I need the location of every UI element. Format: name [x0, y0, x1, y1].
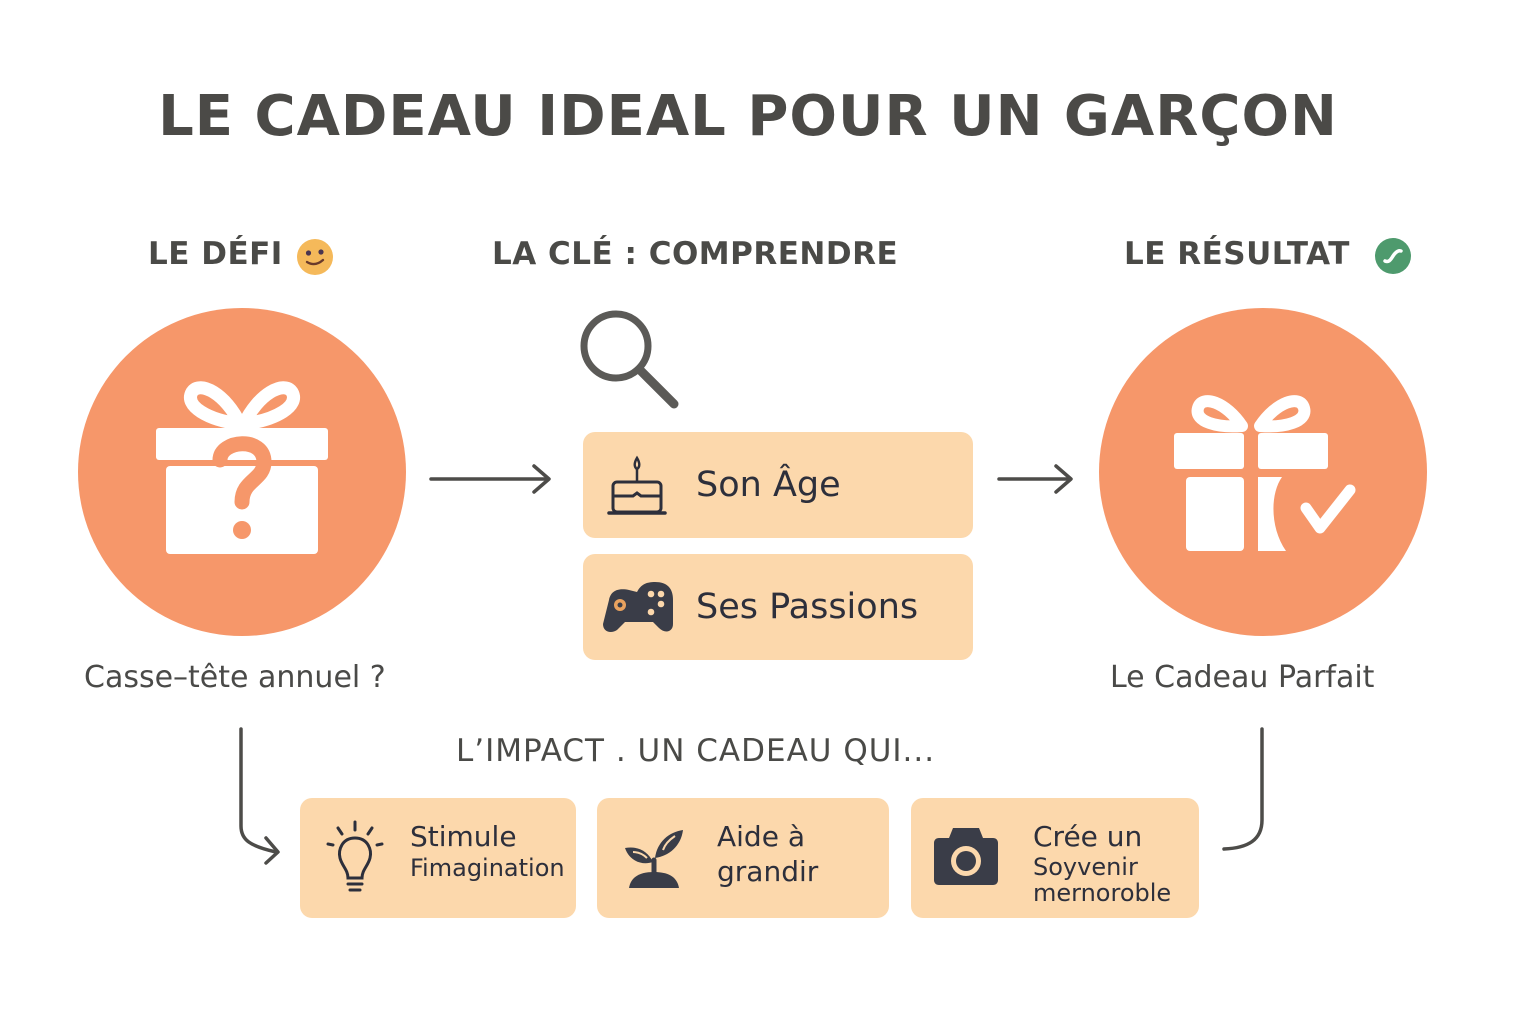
impact-1-line1: Stimule — [410, 820, 517, 853]
heading-impact: L’IMPACT . UN CADEAU QUI... — [456, 733, 936, 769]
gift-check-icon — [1174, 395, 1356, 551]
impact-3-line3: mernoroble — [1033, 879, 1172, 907]
impact-3-line2: Soyvenir — [1033, 853, 1138, 881]
birthday-cake-icon — [607, 455, 667, 515]
card-cree-souvenir: Crée un Soyvenir mernoroble — [911, 798, 1199, 918]
green-check-badge-icon — [1375, 238, 1411, 274]
lightbulb-icon — [326, 820, 384, 892]
card-aide-grandir: Aide à grandir — [597, 798, 889, 918]
impact-2-line2: grandir — [717, 855, 819, 888]
heading-cle: LA CLÉ : COMPRENDRE — [492, 236, 899, 272]
camera-icon — [934, 828, 998, 885]
sprout-icon — [625, 830, 683, 888]
page-title: LE CADEAU IDEAL POUR UN GARÇON — [158, 84, 1338, 149]
card-ses-passions: Ses Passions — [583, 554, 973, 660]
impact-3-line1: Crée un — [1033, 820, 1143, 853]
caption-resultat: Le Cadeau Parfait — [1110, 660, 1375, 695]
arrow-defi-to-cle — [429, 464, 551, 494]
magnifier-icon — [580, 310, 679, 409]
arrow-cle-to-resultat — [997, 464, 1073, 494]
heading-defi: LE DÉFI — [148, 236, 283, 272]
heading-resultat: LE RÉSULTAT — [1124, 236, 1350, 272]
caption-defi: Casse–tête annuel ? — [84, 660, 386, 695]
impact-1-line2: Fimagination — [410, 854, 565, 882]
label-ses-passions: Ses Passions — [696, 587, 919, 627]
result-circle — [1099, 308, 1427, 636]
card-stimule-imagination: Stimule Fimagination — [300, 798, 576, 918]
gift-question-icon — [156, 381, 328, 554]
label-son-age: Son Âge — [696, 465, 841, 505]
impact-2-line1: Aide à — [717, 820, 805, 853]
card-son-age: Son Âge — [583, 432, 973, 538]
smiley-face-icon — [297, 239, 333, 275]
arrow-defi-to-impact — [239, 727, 280, 865]
challenge-circle — [78, 308, 406, 636]
line-resultat-to-impact — [1222, 727, 1264, 851]
gamepad-icon — [603, 582, 673, 632]
